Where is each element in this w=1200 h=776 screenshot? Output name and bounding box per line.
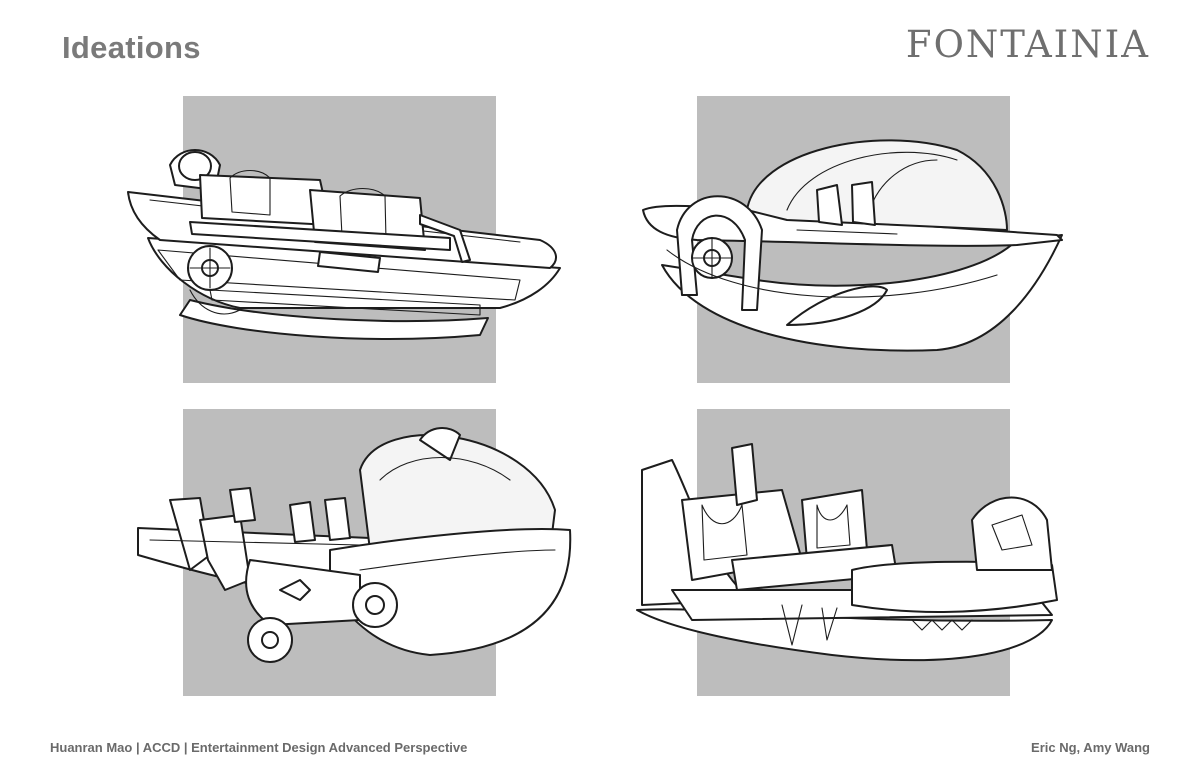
boat-sketch-3 [137, 427, 572, 663]
page-title: Ideations [62, 30, 201, 65]
credits-text: Huanran Mao | ACCD | Entertainment Desig… [50, 740, 468, 755]
boat-sketch-1 [127, 149, 561, 340]
boat-sketch-2 [642, 139, 1063, 352]
boat-sketch-4 [636, 443, 1058, 662]
instructors-text: Eric Ng, Amy Wang [1031, 740, 1150, 755]
fontainia-logo: FONTAINIA [905, 23, 1150, 66]
